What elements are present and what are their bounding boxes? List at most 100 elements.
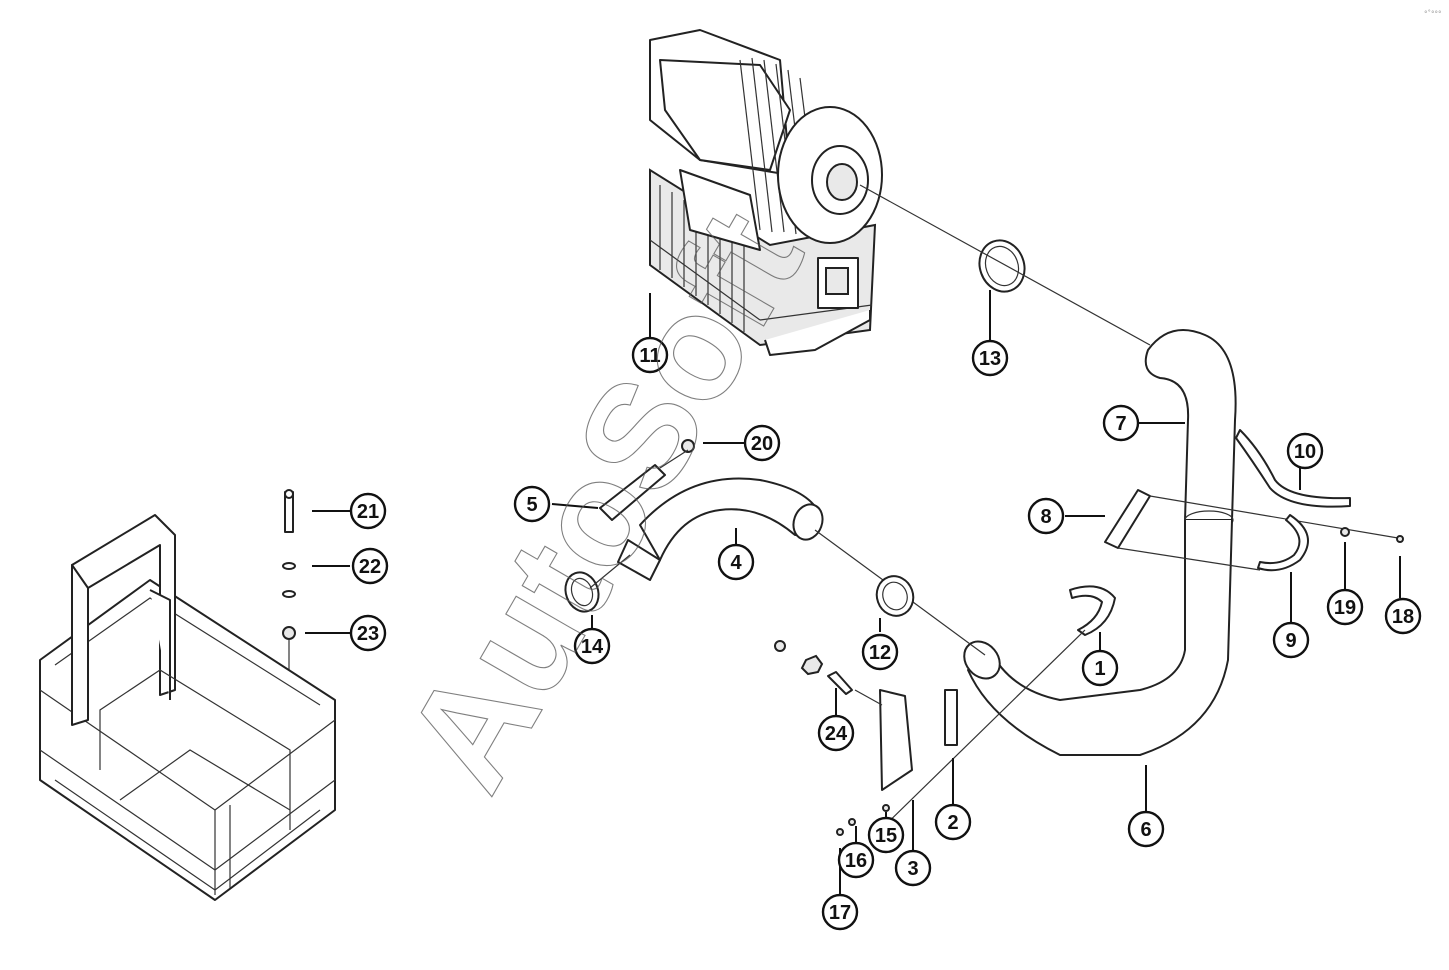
clamp-ring-14 <box>564 571 600 613</box>
callout-label: 11 <box>639 345 660 367</box>
callout-label: 2 <box>947 812 958 834</box>
callout-circle <box>351 547 389 585</box>
callout-11: 11 <box>631 336 669 374</box>
short-pipe-5 <box>599 464 666 521</box>
strap-2 <box>944 689 958 746</box>
callout-label: 14 <box>581 636 604 658</box>
callout-12: 12 <box>861 633 899 671</box>
callout-circle <box>349 492 387 530</box>
callout-label: 13 <box>979 348 1001 370</box>
callout-3: 3 <box>894 849 932 887</box>
callout-label: 3 <box>907 858 918 880</box>
callout-label: 6 <box>1140 819 1151 841</box>
callout-label: 1 <box>1094 658 1105 680</box>
callout-5: 5 <box>513 485 551 523</box>
callout-label: 10 <box>1294 441 1316 463</box>
callout-label: 12 <box>869 642 891 664</box>
callout-circle <box>1127 810 1165 848</box>
bolt-21 <box>284 489 294 533</box>
callout-circle <box>1027 497 1065 535</box>
callout-16: 16 <box>837 841 875 879</box>
callout-label: 15 <box>875 825 897 847</box>
callout-circle <box>1272 621 1310 659</box>
frame-cage <box>39 514 336 901</box>
callout-circle <box>821 893 859 931</box>
callout-circle <box>513 485 551 523</box>
callout-label: 9 <box>1285 630 1296 652</box>
callout-4: 4 <box>717 543 755 581</box>
callout-label: 17 <box>829 902 851 924</box>
callout-label: 19 <box>1334 597 1356 619</box>
callout-label: 8 <box>1040 506 1051 528</box>
washer-22b <box>282 590 296 598</box>
callout-circle <box>1384 597 1422 635</box>
clamp-ring-12 <box>875 575 915 617</box>
callout-circle <box>631 336 669 374</box>
hose-clamp-9 <box>1257 514 1309 572</box>
mounting-plate-3 <box>879 689 913 791</box>
air-filter-housing <box>649 29 883 356</box>
callout-circle <box>1286 432 1324 470</box>
callout-14: 14 <box>573 627 611 665</box>
nut-17 <box>836 828 844 836</box>
callout-circle <box>867 816 905 854</box>
callout-20: 20 <box>743 424 781 462</box>
support-bar-8 <box>1104 489 1399 571</box>
callout-2: 2 <box>934 803 972 841</box>
bushing-23 <box>282 626 296 640</box>
callout-label: 24 <box>825 723 848 745</box>
callout-circle <box>717 543 755 581</box>
callout-circle <box>349 614 387 652</box>
callout-7: 7 <box>1102 404 1140 442</box>
callout-label: 18 <box>1392 606 1414 628</box>
callout-19: 19 <box>1326 588 1364 626</box>
callout-1: 1 <box>1081 649 1119 687</box>
callout-17: 17 <box>821 893 859 931</box>
bolt-18 <box>1396 535 1404 543</box>
callout-circle <box>894 849 932 887</box>
callout-circle <box>743 424 781 462</box>
callout-13: 13 <box>971 339 1009 377</box>
callout-label: 20 <box>751 433 773 455</box>
callout-8: 8 <box>1027 497 1065 535</box>
air-intake-pipe-7 <box>1144 329 1237 530</box>
corner-mark: °˚°°° <box>1424 10 1442 18</box>
callout-circle <box>971 339 1009 377</box>
callout-6: 6 <box>1127 810 1165 848</box>
callout-label: 4 <box>730 552 742 574</box>
washer-15 <box>882 804 890 812</box>
nut-19 <box>1340 527 1350 537</box>
fitting-20 <box>659 439 695 469</box>
callout-circle <box>861 633 899 671</box>
callout-circle <box>817 714 855 752</box>
callout-23: 23 <box>349 614 387 652</box>
callout-22: 22 <box>351 547 389 585</box>
callout-circle <box>573 627 611 665</box>
washer-16 <box>848 818 856 826</box>
bolt-24 <box>774 640 853 695</box>
washer-22 <box>282 562 296 570</box>
callout-9: 9 <box>1272 621 1310 659</box>
elbow-hose-4 <box>617 477 824 581</box>
callout-circle <box>1326 588 1364 626</box>
callout-15: 15 <box>867 816 905 854</box>
bracket-1 <box>1069 585 1116 636</box>
callout-10: 10 <box>1286 432 1324 470</box>
callout-24: 24 <box>817 714 855 752</box>
callout-circle <box>837 841 875 879</box>
callout-label: 23 <box>357 623 379 645</box>
callout-21: 21 <box>349 492 387 530</box>
callout-label: 7 <box>1115 413 1126 435</box>
callout-label: 22 <box>359 556 381 578</box>
air-intake-pipe-6 <box>963 519 1233 756</box>
callout-label: 16 <box>845 850 867 872</box>
clamp-ring-13 <box>978 239 1026 293</box>
vent-tube-10 <box>1235 429 1351 508</box>
callout-circle <box>1081 649 1119 687</box>
callout-label: 21 <box>357 501 379 523</box>
callout-circle <box>1102 404 1140 442</box>
callout-18: 18 <box>1384 597 1422 635</box>
callout-label: 5 <box>526 494 537 516</box>
